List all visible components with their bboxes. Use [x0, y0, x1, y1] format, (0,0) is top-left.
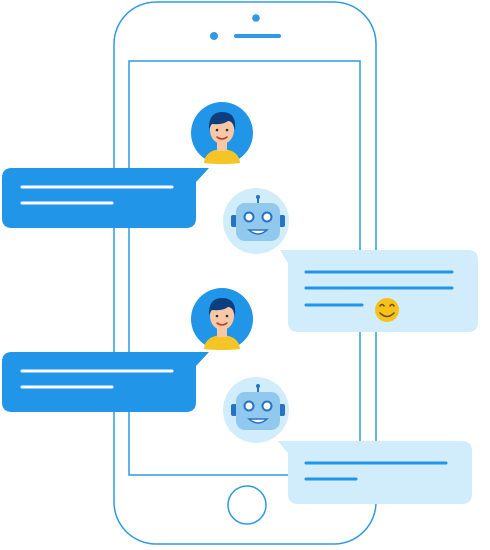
- emoji-eye-right: [389, 303, 395, 307]
- emoji-smile: [379, 312, 395, 318]
- left-eye: [215, 314, 219, 318]
- robot-head: [236, 203, 280, 241]
- bubble-shape: [2, 168, 209, 228]
- robot-head: [236, 392, 280, 430]
- robot-eye-left: [243, 211, 255, 223]
- robot-ear-left: [231, 404, 237, 416]
- antenna-tip: [256, 384, 260, 388]
- front-camera-icon: [252, 14, 260, 22]
- user-message-bubble: [2, 352, 209, 412]
- bot-message-bubble: [278, 441, 472, 504]
- neck: [217, 141, 227, 151]
- robot-mouth: [247, 229, 269, 235]
- user-message-bubble: [2, 168, 209, 228]
- emoji-face: [375, 298, 399, 322]
- home-button[interactable]: [227, 485, 267, 525]
- bot-avatar: [223, 377, 289, 443]
- smile: [216, 136, 228, 140]
- robot-eye-left: [243, 400, 255, 412]
- smile-emoji: [375, 298, 399, 322]
- user-avatar: [191, 288, 253, 350]
- robot-ear-right: [279, 215, 285, 227]
- sensor-icon: [210, 32, 218, 40]
- hair: [208, 298, 236, 316]
- robot-ear-right: [279, 404, 285, 416]
- robot-ear-left: [231, 215, 237, 227]
- bubble-shape: [278, 441, 472, 504]
- right-eye: [225, 314, 229, 318]
- robot-mouth: [247, 418, 269, 424]
- neck: [217, 327, 227, 337]
- bubble-shape: [2, 352, 209, 412]
- robot-eye-right: [261, 211, 273, 223]
- robot-eye-right: [261, 400, 273, 412]
- right-eye: [225, 128, 229, 132]
- hair: [208, 112, 236, 130]
- shirt: [204, 335, 240, 350]
- bot-avatar: [223, 188, 289, 254]
- antenna-tip: [256, 195, 260, 199]
- smile: [216, 322, 228, 326]
- shirt: [204, 149, 240, 164]
- user-avatar: [191, 102, 253, 164]
- bot-message-bubble: [280, 250, 478, 332]
- left-eye: [215, 128, 219, 132]
- bubble-shape: [280, 250, 478, 332]
- emoji-eye-left: [379, 303, 385, 307]
